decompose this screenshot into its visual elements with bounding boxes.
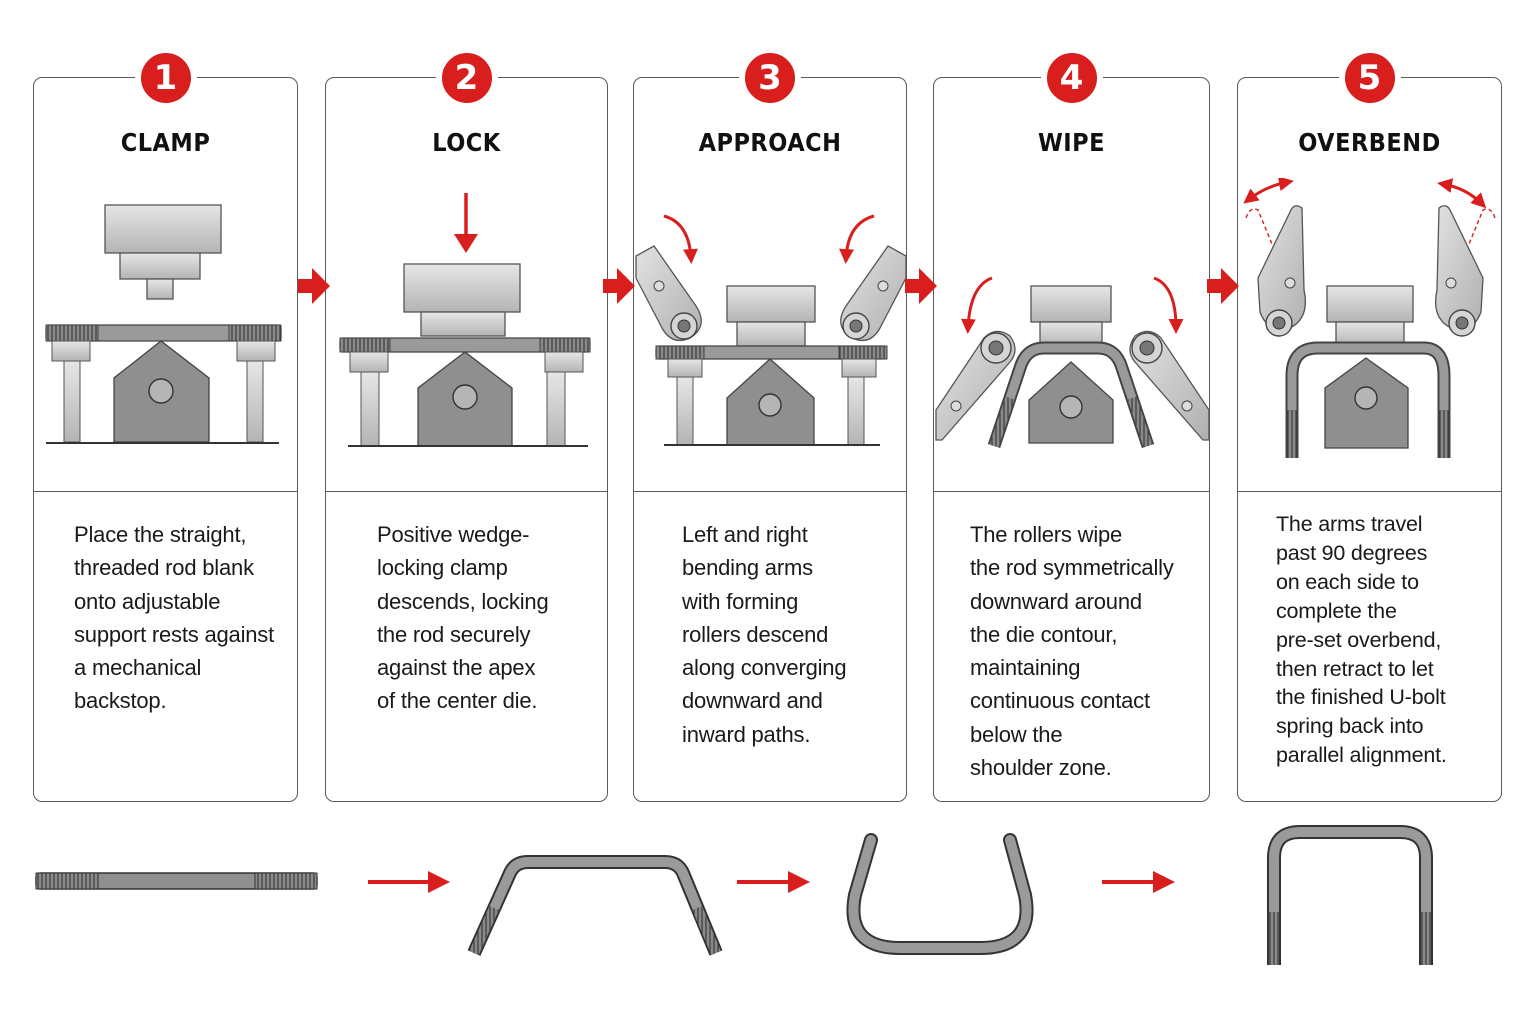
straight-rod-shape [35, 872, 318, 890]
overbend-illustration [1243, 178, 1496, 458]
divider [326, 491, 607, 492]
arrow-right-icon [1102, 871, 1175, 893]
finished-u-bolt-shape [1267, 825, 1433, 965]
step-panel-clamp: 1 CLAMP Place the straight, threaded rod… [33, 47, 298, 802]
divider [934, 491, 1209, 492]
approach-illustration [635, 214, 907, 446]
step-title: OVERBEND [1298, 128, 1441, 157]
step-description: The arms travel past 90 degrees on each … [1276, 512, 1447, 768]
step-title: LOCK [432, 128, 501, 157]
step-description: Positive wedge- locking clamp descends, … [377, 522, 549, 714]
step-title: CLAMP [120, 128, 211, 157]
wide-bend-shape [467, 855, 723, 956]
flow-arrow-icon [603, 268, 635, 304]
step-number-badge: 1 [134, 47, 197, 109]
divider [1238, 491, 1501, 492]
step-panel-wipe: 4 WIPE The rollers wipe the rod symmetri… [933, 47, 1210, 802]
step-description: The rollers wipe the rod symmetrically d… [970, 522, 1174, 781]
wipe-illustration [935, 276, 1210, 449]
u-overbend-shape [846, 833, 1034, 955]
lock-illustration [339, 193, 591, 447]
step-number-badge: 2 [435, 47, 498, 109]
flow-arrow-icon [298, 268, 330, 304]
step-number-badge: 4 [1040, 47, 1103, 109]
divider [34, 491, 297, 492]
step-title: WIPE [1037, 128, 1106, 157]
divider [634, 491, 906, 492]
arrow-right-icon [737, 871, 810, 893]
step-title: APPROACH [698, 128, 842, 157]
clamp-illustration [45, 204, 282, 444]
flow-arrow-icon [1207, 268, 1239, 304]
step-panel-lock: 2 LOCK Positive wedge- locking clamp des… [325, 47, 608, 802]
step-description: Place the straight, threaded rod blank o… [74, 522, 275, 714]
step-description: Left and right bending arms with forming… [682, 522, 847, 747]
step-number-badge: 5 [1338, 47, 1401, 109]
arrow-right-icon [368, 871, 450, 893]
flow-arrow-icon [905, 268, 937, 304]
step-number-badge: 3 [739, 47, 801, 109]
step-panel-overbend: 5 OVERBEND The arms travel past 90 degre… [1237, 47, 1502, 802]
step-panel-approach: 3 APPROACH Left and right bending arms w… [633, 47, 907, 802]
